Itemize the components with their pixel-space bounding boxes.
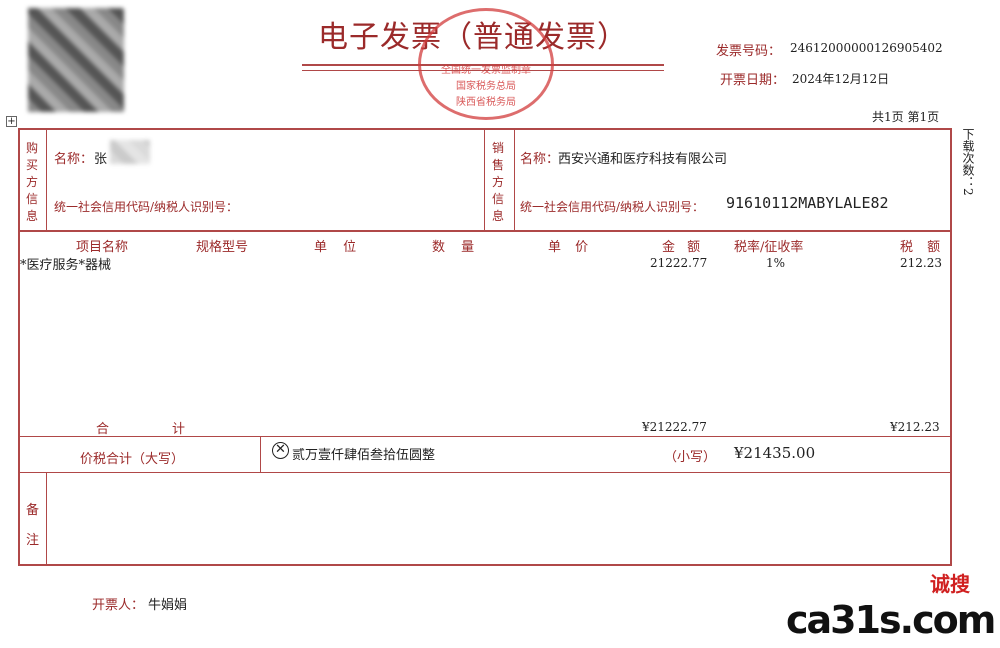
seller-name-label: 名称： (520, 152, 560, 167)
cross-circle-icon: ✕ (272, 442, 289, 459)
table-border-bottom (18, 564, 951, 566)
col-rate: 税率/征收率 (734, 240, 804, 255)
divider (18, 472, 951, 473)
buyer-name: 张 (94, 152, 108, 167)
qr-code-redacted (28, 8, 124, 112)
seal-mid-text: 国家税务总局 (456, 81, 516, 92)
grand-total-words: 贰万壹仟肆佰叁拾伍圆整 (292, 448, 436, 463)
invoice-no: 24612000000126905402 (790, 41, 943, 55)
seller-tax-id: 91610112MABYLALE82 (726, 194, 889, 212)
col-spec: 规格型号 (196, 240, 249, 255)
invoice-no-label: 发票号码： (716, 44, 782, 59)
total-label-2: 计 (172, 422, 186, 437)
seller-tax-label: 统一社会信用代码/纳税人识别号： (520, 200, 705, 214)
divider (260, 436, 261, 472)
table-border-left (18, 128, 20, 566)
issuer-label: 开票人： (92, 598, 145, 613)
table-move-handle[interactable]: + (6, 116, 17, 127)
divider (514, 128, 515, 230)
item-rate: 1% (766, 256, 786, 270)
seal-top-text: 全国统一发票监制章 (441, 65, 531, 76)
divider (46, 128, 47, 230)
seller-section-label: 销售方信息 (492, 141, 505, 223)
buyer-name-label: 名称： (54, 152, 94, 167)
buyer-section-label: 购买方信息 (26, 141, 39, 223)
issuer: 牛娟娟 (148, 598, 188, 613)
seller-name: 西安兴通和医疗科技有限公司 (558, 152, 728, 167)
grand-total-label: 价税合计（大写） (80, 452, 185, 467)
item-tax: 212.23 (900, 256, 942, 270)
page-count: 共1页 第1页 (872, 110, 940, 124)
col-item-name: 项目名称 (76, 240, 129, 255)
item-name: *医疗服务*器械 (20, 258, 112, 273)
remark-label: 备注 (26, 503, 40, 548)
col-qty: 数 量 (432, 240, 475, 255)
download-count: 下载次数：2 (961, 128, 975, 196)
watermark-logo: ca31s.com (786, 598, 996, 642)
invoice-date: 2024年12月12日 (792, 72, 890, 86)
seal: 全国统一发票监制章 国家税务总局 陕西省税务局 (418, 8, 554, 120)
divider (18, 230, 951, 232)
divider (18, 436, 951, 437)
item-amount: 21222.77 (650, 256, 708, 270)
total-amount: ¥21222.77 (642, 420, 707, 434)
table-border-right (950, 128, 952, 566)
divider (484, 128, 485, 230)
total-label-1: 合 (96, 422, 110, 437)
watermark-cn: 诚搜 (930, 572, 970, 596)
col-unit: 单 位 (314, 240, 357, 255)
buyer-name-redacted (110, 140, 150, 164)
buyer-tax-label: 统一社会信用代码/纳税人识别号： (54, 200, 239, 214)
col-tax: 税 额 (900, 240, 941, 255)
col-amount: 金 额 (662, 240, 701, 255)
grand-total-small: ¥21435.00 (734, 444, 816, 462)
date-label: 开票日期： (720, 73, 786, 88)
col-price: 单 价 (548, 240, 589, 255)
seal-bottom-text: 陕西省税务局 (456, 97, 516, 108)
divider (46, 472, 47, 566)
small-label: （小写） (664, 450, 717, 465)
total-tax: ¥212.23 (890, 420, 940, 434)
